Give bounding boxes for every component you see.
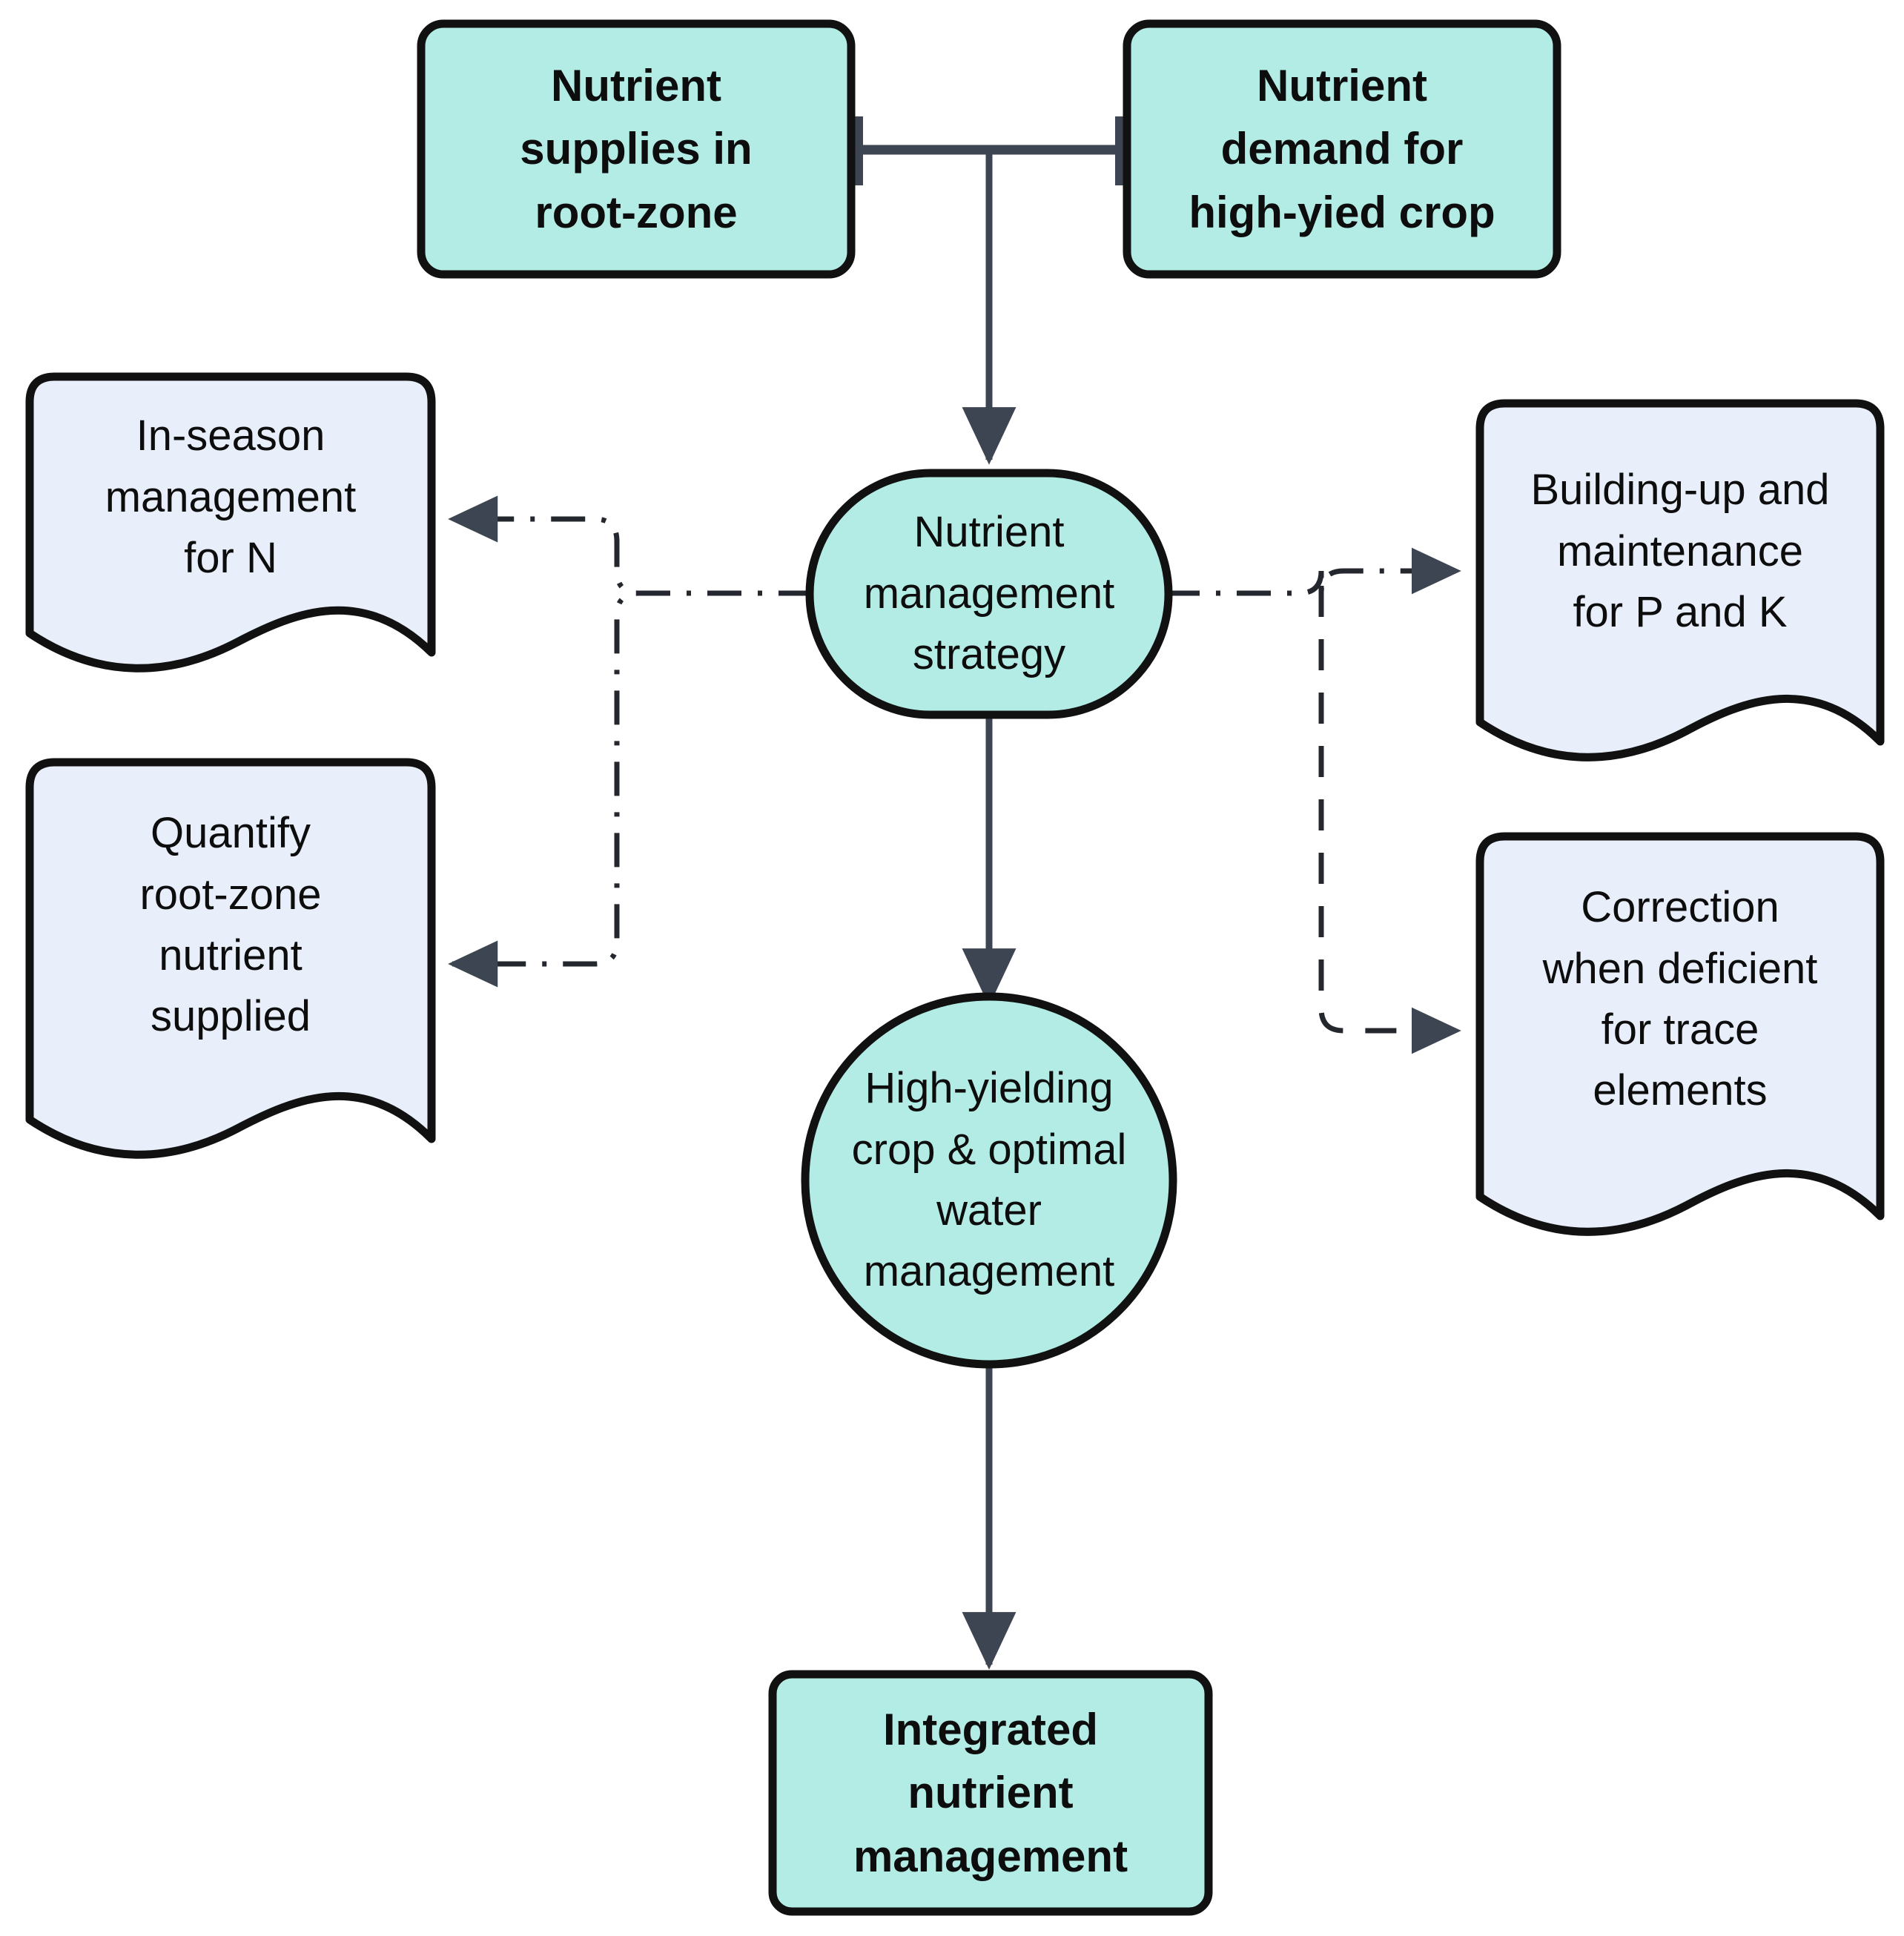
edge-supplies-demand-link: [853, 116, 1125, 185]
node-nutrient-management-strategy[interactable]: [805, 469, 1173, 719]
edge-strategy-to-in-season: [448, 495, 813, 596]
edge-strategy-to-quantify: [448, 590, 813, 988]
edge-strategy-to-correction: [1318, 586, 1461, 1054]
node-nutrient-demand[interactable]: [1123, 19, 1561, 279]
edge-strategy-to-building-up: [1166, 547, 1461, 596]
node-high-yielding-crop[interactable]: [801, 992, 1177, 1369]
node-building-up-maintenance[interactable]: [1475, 399, 1885, 761]
node-in-season-management[interactable]: [25, 372, 436, 673]
node-integrated-nutrient-management[interactable]: [768, 1670, 1213, 1916]
node-nutrient-supplies[interactable]: [417, 19, 856, 279]
node-quantify-root-zone[interactable]: [25, 758, 436, 1159]
node-correction-trace-elements[interactable]: [1475, 832, 1885, 1236]
